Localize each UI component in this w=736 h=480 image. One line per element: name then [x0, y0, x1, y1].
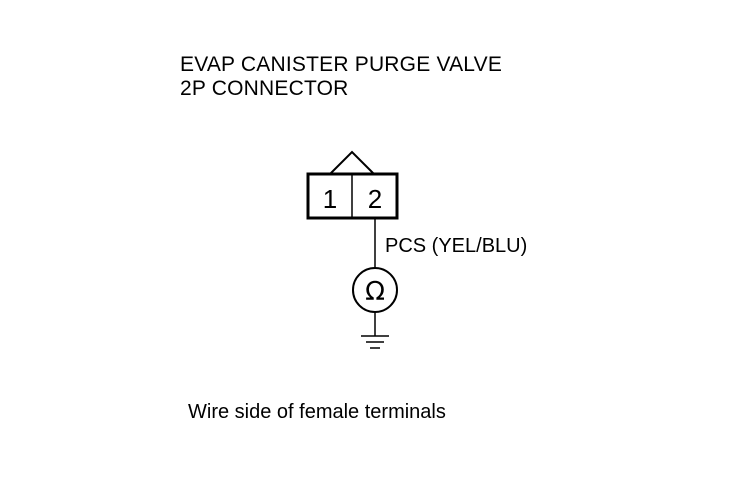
connector-title-line-1: EVAP CANISTER PURGE VALVE	[180, 53, 503, 76]
meter-symbol: Ω	[365, 277, 385, 307]
connector-title-line-2: 2P CONNECTOR	[180, 77, 349, 100]
terminal-1-label: 1	[323, 184, 337, 214]
diagram-caption: Wire side of female terminals	[188, 401, 446, 423]
wire-label: PCS (YEL/BLU)	[385, 235, 527, 257]
ohmmeter-icon: Ω	[352, 267, 398, 313]
terminal-2-label: 2	[368, 184, 382, 214]
connector-latch	[329, 150, 375, 175]
ground-icon	[361, 335, 389, 349]
